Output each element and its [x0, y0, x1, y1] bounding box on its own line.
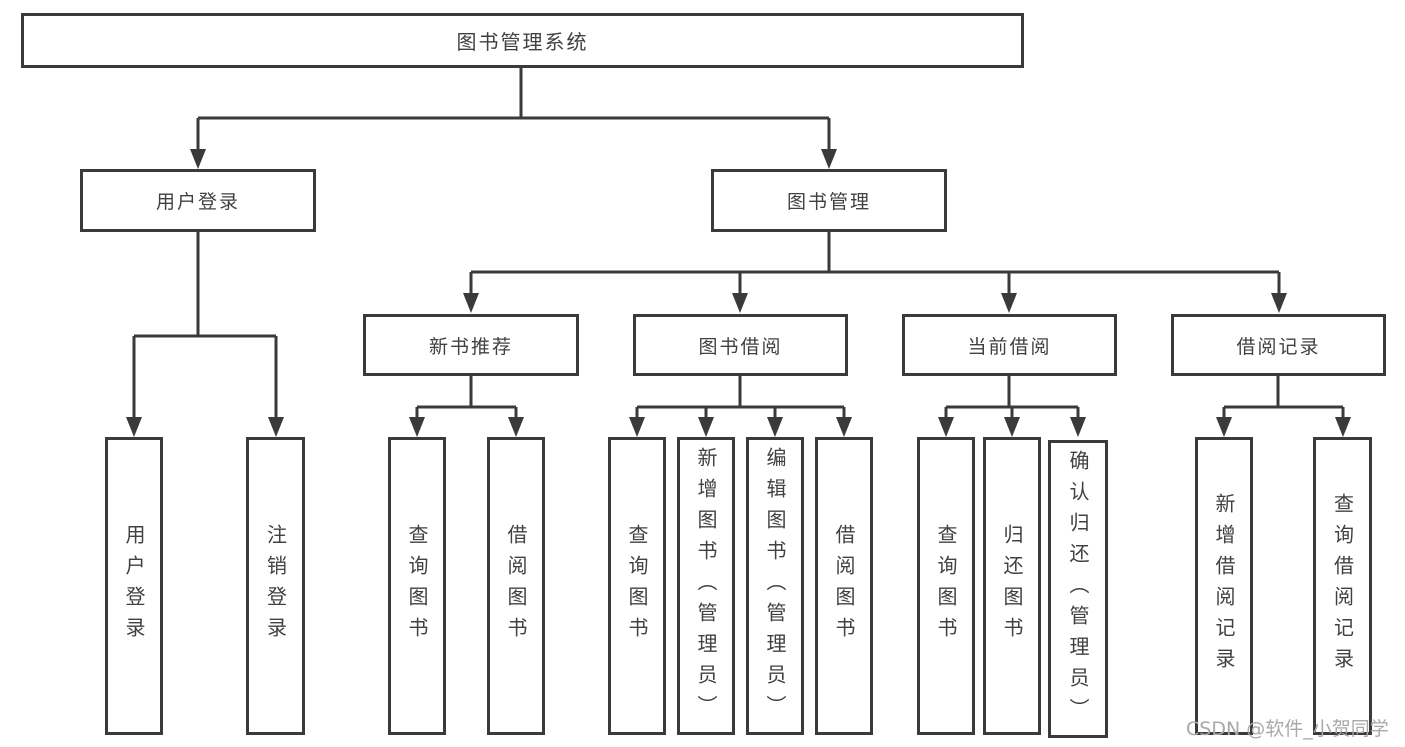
leaf-nb-query-books: 查询图书 [388, 437, 446, 735]
leaf-cb-query-books: 查询图书 [917, 437, 975, 735]
leaf-logout-label: 注销登录 [263, 524, 288, 648]
leaf-cb-query-books-label: 查询图书 [934, 524, 958, 648]
leaf-cb-return-books-label: 归还图书 [1000, 524, 1024, 648]
leaf-cb-return-books: 归还图书 [983, 437, 1041, 735]
leaf-nb-borrow-books: 借阅图书 [487, 437, 545, 735]
leaf-user-login-label: 用户登录 [122, 524, 146, 648]
leaf-bb-query-books-label: 查询图书 [625, 524, 649, 648]
csdn-watermark: CSDN @软件_小贺同学 [1186, 718, 1389, 740]
node-borrowing-records: 借阅记录 [1171, 314, 1386, 376]
leaf-user-login: 用户登录 [105, 437, 163, 735]
leaf-br-query-record: 查询借阅记录 [1313, 437, 1372, 735]
node-user-login: 用户登录 [80, 169, 316, 232]
leaf-bb-query-books: 查询图书 [608, 437, 666, 735]
node-current-borrowing: 当前借阅 [902, 314, 1117, 376]
leaf-bb-edit-books-admin: 编辑图书（管理员） [746, 437, 804, 735]
node-book-borrowing: 图书借阅 [633, 314, 848, 376]
leaf-nb-borrow-books-label: 借阅图书 [504, 524, 528, 648]
node-new-book-recommend: 新书推荐 [363, 314, 579, 376]
leaf-bb-borrow-books: 借阅图书 [815, 437, 873, 735]
leaf-logout: 注销登录 [246, 437, 305, 735]
leaf-bb-add-books-admin: 新增图书（管理员） [677, 437, 735, 735]
leaf-cb-confirm-return-admin-label: 确认归还（管理员） [1066, 449, 1090, 729]
node-book-management: 图书管理 [711, 169, 947, 232]
leaf-bb-edit-books-admin-label: 编辑图书（管理员） [763, 446, 787, 726]
leaf-br-add-record-label: 新增借阅记录 [1212, 493, 1236, 679]
leaf-bb-borrow-books-label: 借阅图书 [832, 524, 856, 648]
leaf-br-add-record: 新增借阅记录 [1195, 437, 1253, 735]
leaf-br-query-record-label: 查询借阅记录 [1330, 493, 1355, 679]
leaf-nb-query-books-label: 查询图书 [405, 524, 429, 648]
leaf-bb-add-books-admin-label: 新增图书（管理员） [694, 446, 718, 726]
node-library-system: 图书管理系统 [21, 13, 1024, 68]
leaf-cb-confirm-return-admin: 确认归还（管理员） [1048, 440, 1108, 738]
